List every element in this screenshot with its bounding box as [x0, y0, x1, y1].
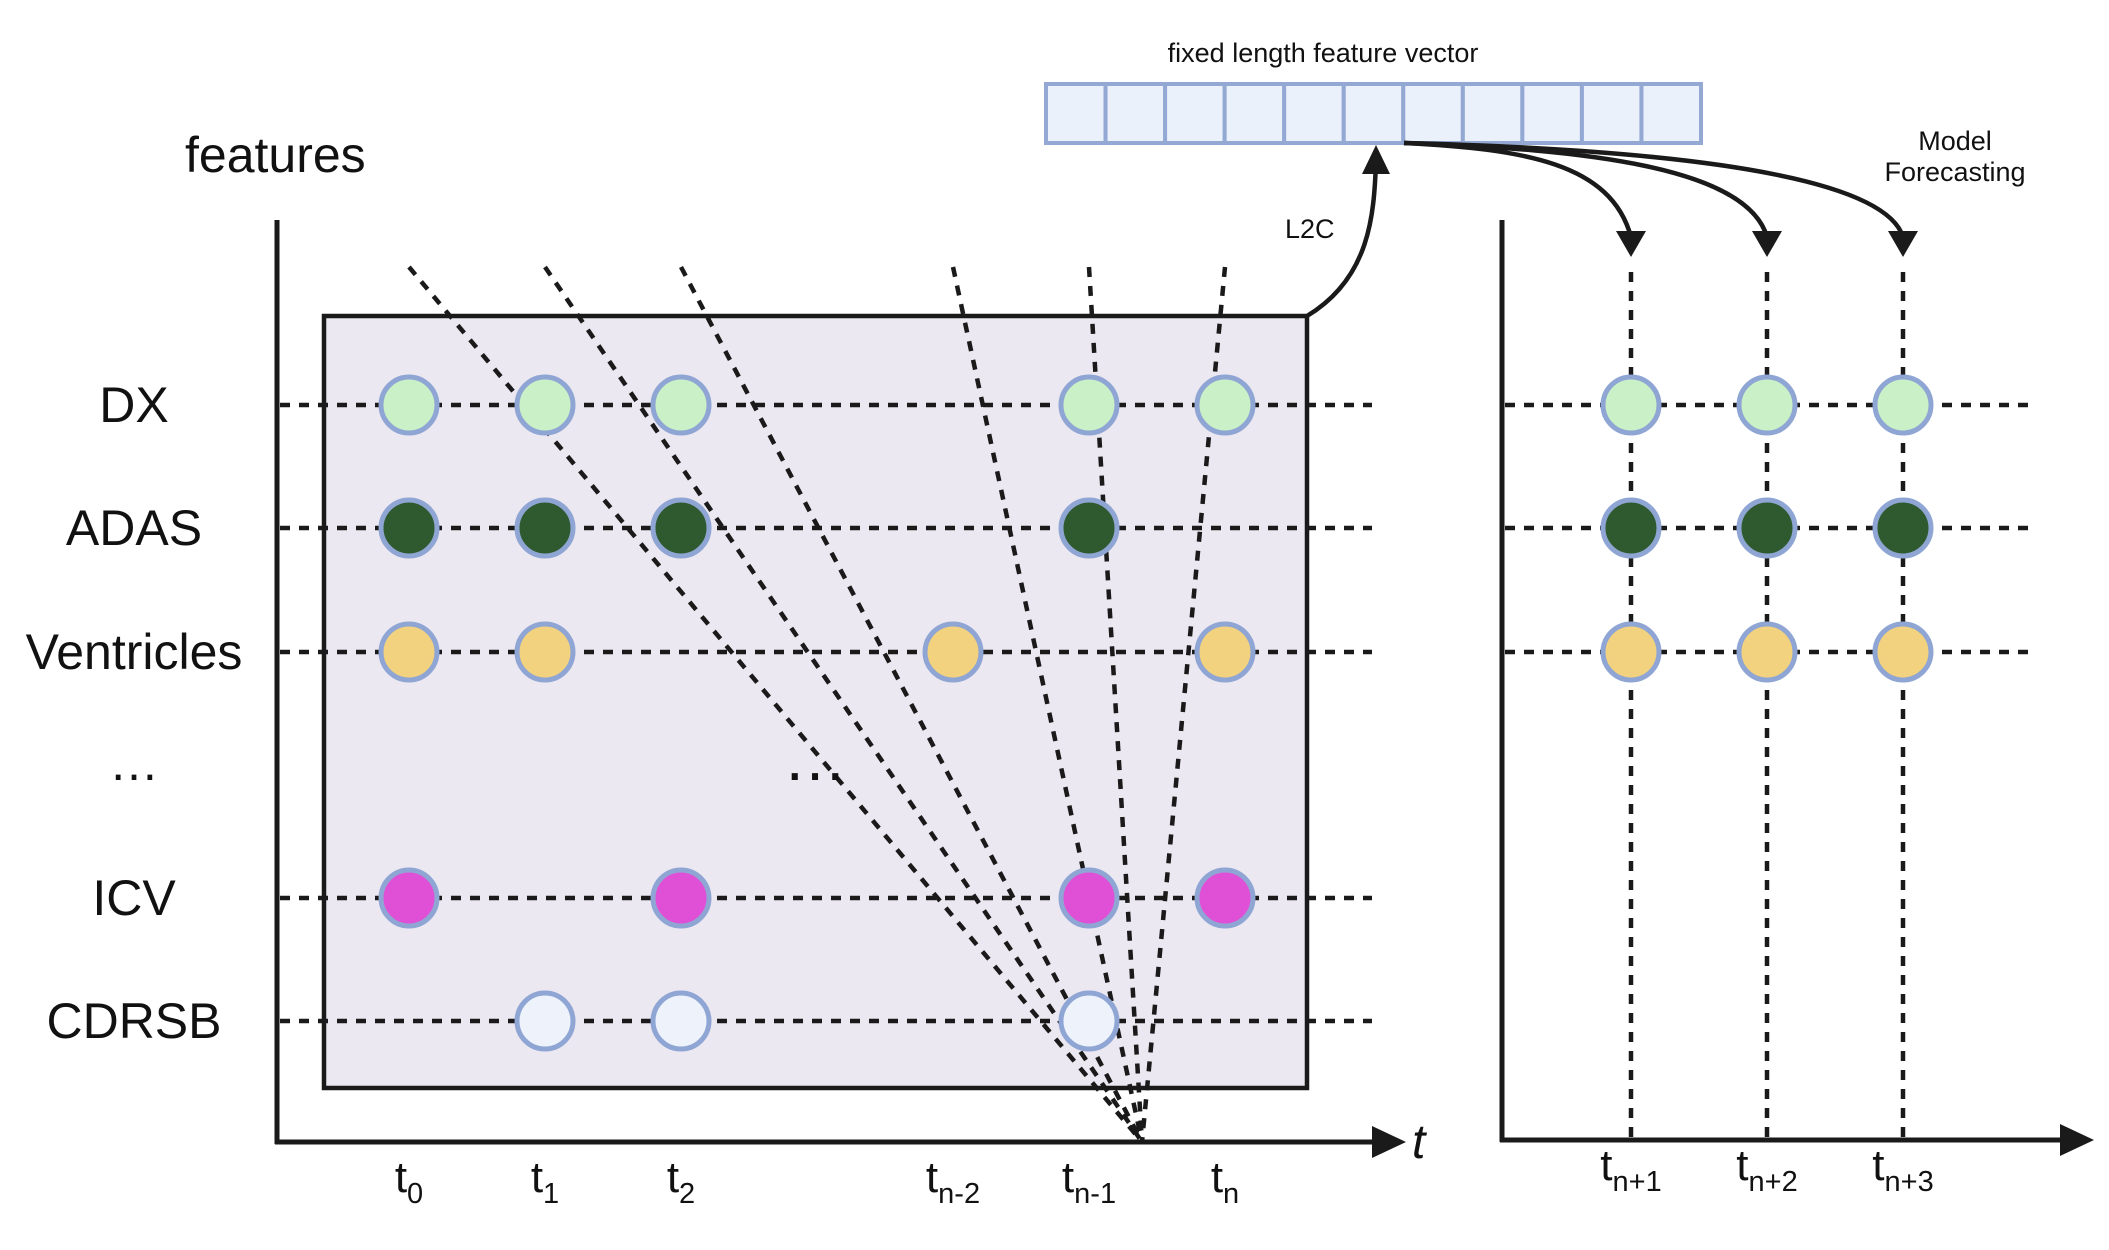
node-ventricles-tn — [1194, 621, 1256, 683]
node-dx-t1 — [514, 374, 576, 436]
node-cdrsb-t2 — [650, 990, 712, 1052]
l2c-arrow — [1305, 161, 1379, 318]
forecast-time-label-tn-2: tn+2 — [1736, 1141, 1797, 1198]
node-icv-tn — [1194, 867, 1256, 929]
time-line-tn-1 — [1086, 266, 1145, 1143]
time-label-tn-1: tn-1 — [1062, 1153, 1116, 1210]
forecast-time-label-tn-3: tn+3 — [1872, 1141, 1933, 1198]
vector-cell-4 — [1222, 82, 1287, 145]
time-label-tn-2: tn-2 — [926, 1153, 980, 1210]
forecast-time-label-tn-1: tn+1 — [1600, 1141, 1661, 1198]
l2c-arrowhead — [1362, 145, 1390, 174]
node-adas-tn-1 — [1058, 497, 1120, 559]
forecast-node-adas-tn-2 — [1736, 497, 1798, 559]
forecast-node-dx-tn-3 — [1872, 374, 1934, 436]
node-ventricles-t1 — [514, 621, 576, 683]
forecast-node-ventricles-tn-1 — [1600, 621, 1662, 683]
node-icv-t0 — [378, 867, 440, 929]
forecast-node-adas-tn-3 — [1872, 497, 1934, 559]
vector-cell-9 — [1520, 82, 1584, 145]
vector-title: fixed length feature vector — [1168, 38, 1479, 68]
vector-cell-1 — [1044, 82, 1108, 145]
node-dx-t2 — [650, 374, 712, 436]
time-line-tn-2 — [950, 266, 1145, 1143]
forecast-node-dx-tn-2 — [1736, 374, 1798, 436]
vector-cell-8 — [1460, 82, 1525, 145]
time-line-t1 — [543, 265, 1144, 1144]
observation-matrix-box — [321, 313, 1310, 1091]
vector-cell-2 — [1103, 82, 1168, 145]
time-tick-labels: t0 t1 t2 tn-2 tn-1 tn — [395, 1153, 1239, 1210]
fixed-length-feature-vector — [1044, 82, 1704, 145]
node-dx-tn-1 — [1058, 374, 1120, 436]
feature-label-dx: DX — [99, 377, 168, 433]
forecast-node-dx-tn-1 — [1600, 374, 1662, 436]
time-ellipsis: … — [783, 722, 847, 794]
feature-label-ventricles: Ventricles — [26, 624, 243, 680]
time-axis-left — [275, 1126, 1406, 1158]
forecast-node-ventricles-tn-2 — [1736, 621, 1798, 683]
time-axis-right — [1500, 1124, 2094, 1156]
time-label-t2: t2 — [667, 1153, 695, 1210]
forecast-tick-labels: tn+1 tn+2 tn+3 — [1600, 1141, 1933, 1198]
forecast-arrowhead-tn-3 — [1888, 231, 1918, 257]
node-adas-t1 — [514, 497, 576, 559]
time-label-t1: t1 — [531, 1153, 559, 1210]
node-adas-t2 — [650, 497, 712, 559]
node-ventricles-tn-2 — [922, 621, 984, 683]
forecast-grid — [1505, 272, 2035, 1140]
time-label-tn: tn — [1211, 1153, 1239, 1210]
vector-cell-3 — [1163, 82, 1227, 145]
vector-cell-11 — [1639, 82, 1704, 145]
forecast-node-adas-tn-1 — [1600, 497, 1662, 559]
forecast-arrow-tn-2 — [1403, 140, 1770, 238]
node-cdrsb-t1 — [514, 990, 576, 1052]
node-adas-t0 — [378, 497, 440, 559]
node-dx-tn — [1194, 374, 1256, 436]
l2c-label: L2C — [1285, 214, 1335, 244]
model-forecasting-label-line2: Forecasting — [1884, 157, 2025, 187]
feature-labels: DX ADAS Ventricles … ICV CDRSB — [26, 377, 243, 1049]
model-forecasting-label-line1: Model — [1918, 126, 1992, 156]
vector-cell-7 — [1401, 82, 1465, 145]
forecast-arrows — [1403, 140, 1918, 257]
feature-label-icv: ICV — [92, 870, 176, 926]
node-icv-tn-1 — [1058, 867, 1120, 929]
vector-cell-10 — [1579, 82, 1644, 145]
forecast-arrow-tn-3 — [1403, 140, 1906, 238]
feature-label-adas: ADAS — [66, 500, 202, 556]
time-line-tn — [1139, 266, 1228, 1143]
time-axis-label: t — [1412, 1116, 1427, 1169]
feature-ellipsis: … — [109, 735, 159, 791]
forecast-arrowhead-tn-2 — [1752, 231, 1782, 257]
node-dx-t0 — [378, 374, 440, 436]
node-icv-t2 — [650, 867, 712, 929]
time-label-t0: t0 — [395, 1153, 423, 1210]
node-ventricles-t0 — [378, 621, 440, 683]
forecast-node-ventricles-tn-3 — [1872, 621, 1934, 683]
forecast-arrowhead-tn-1 — [1616, 231, 1646, 257]
time-line-t2 — [679, 265, 1144, 1144]
feature-label-cdrsb: CDRSB — [46, 993, 221, 1049]
features-title: features — [185, 127, 366, 183]
node-cdrsb-tn-1 — [1058, 990, 1120, 1052]
observation-grid — [280, 265, 1372, 1144]
vector-cell-5 — [1282, 82, 1346, 145]
vector-cell-6 — [1341, 82, 1406, 145]
